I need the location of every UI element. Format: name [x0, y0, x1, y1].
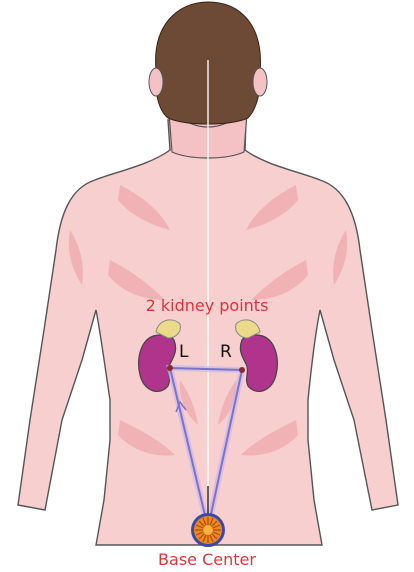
- base-center-label: Base Center: [0, 550, 414, 569]
- left-kidney-point: [167, 365, 173, 371]
- left-marker-label: L: [179, 342, 188, 362]
- right-ear: [253, 68, 267, 96]
- right-kidney-point: [239, 367, 245, 373]
- kidney-points-caption: 2 kidney points: [0, 296, 414, 315]
- right-marker-label: R: [220, 342, 232, 362]
- left-ear: [149, 68, 163, 96]
- base-center-icon: [191, 513, 225, 547]
